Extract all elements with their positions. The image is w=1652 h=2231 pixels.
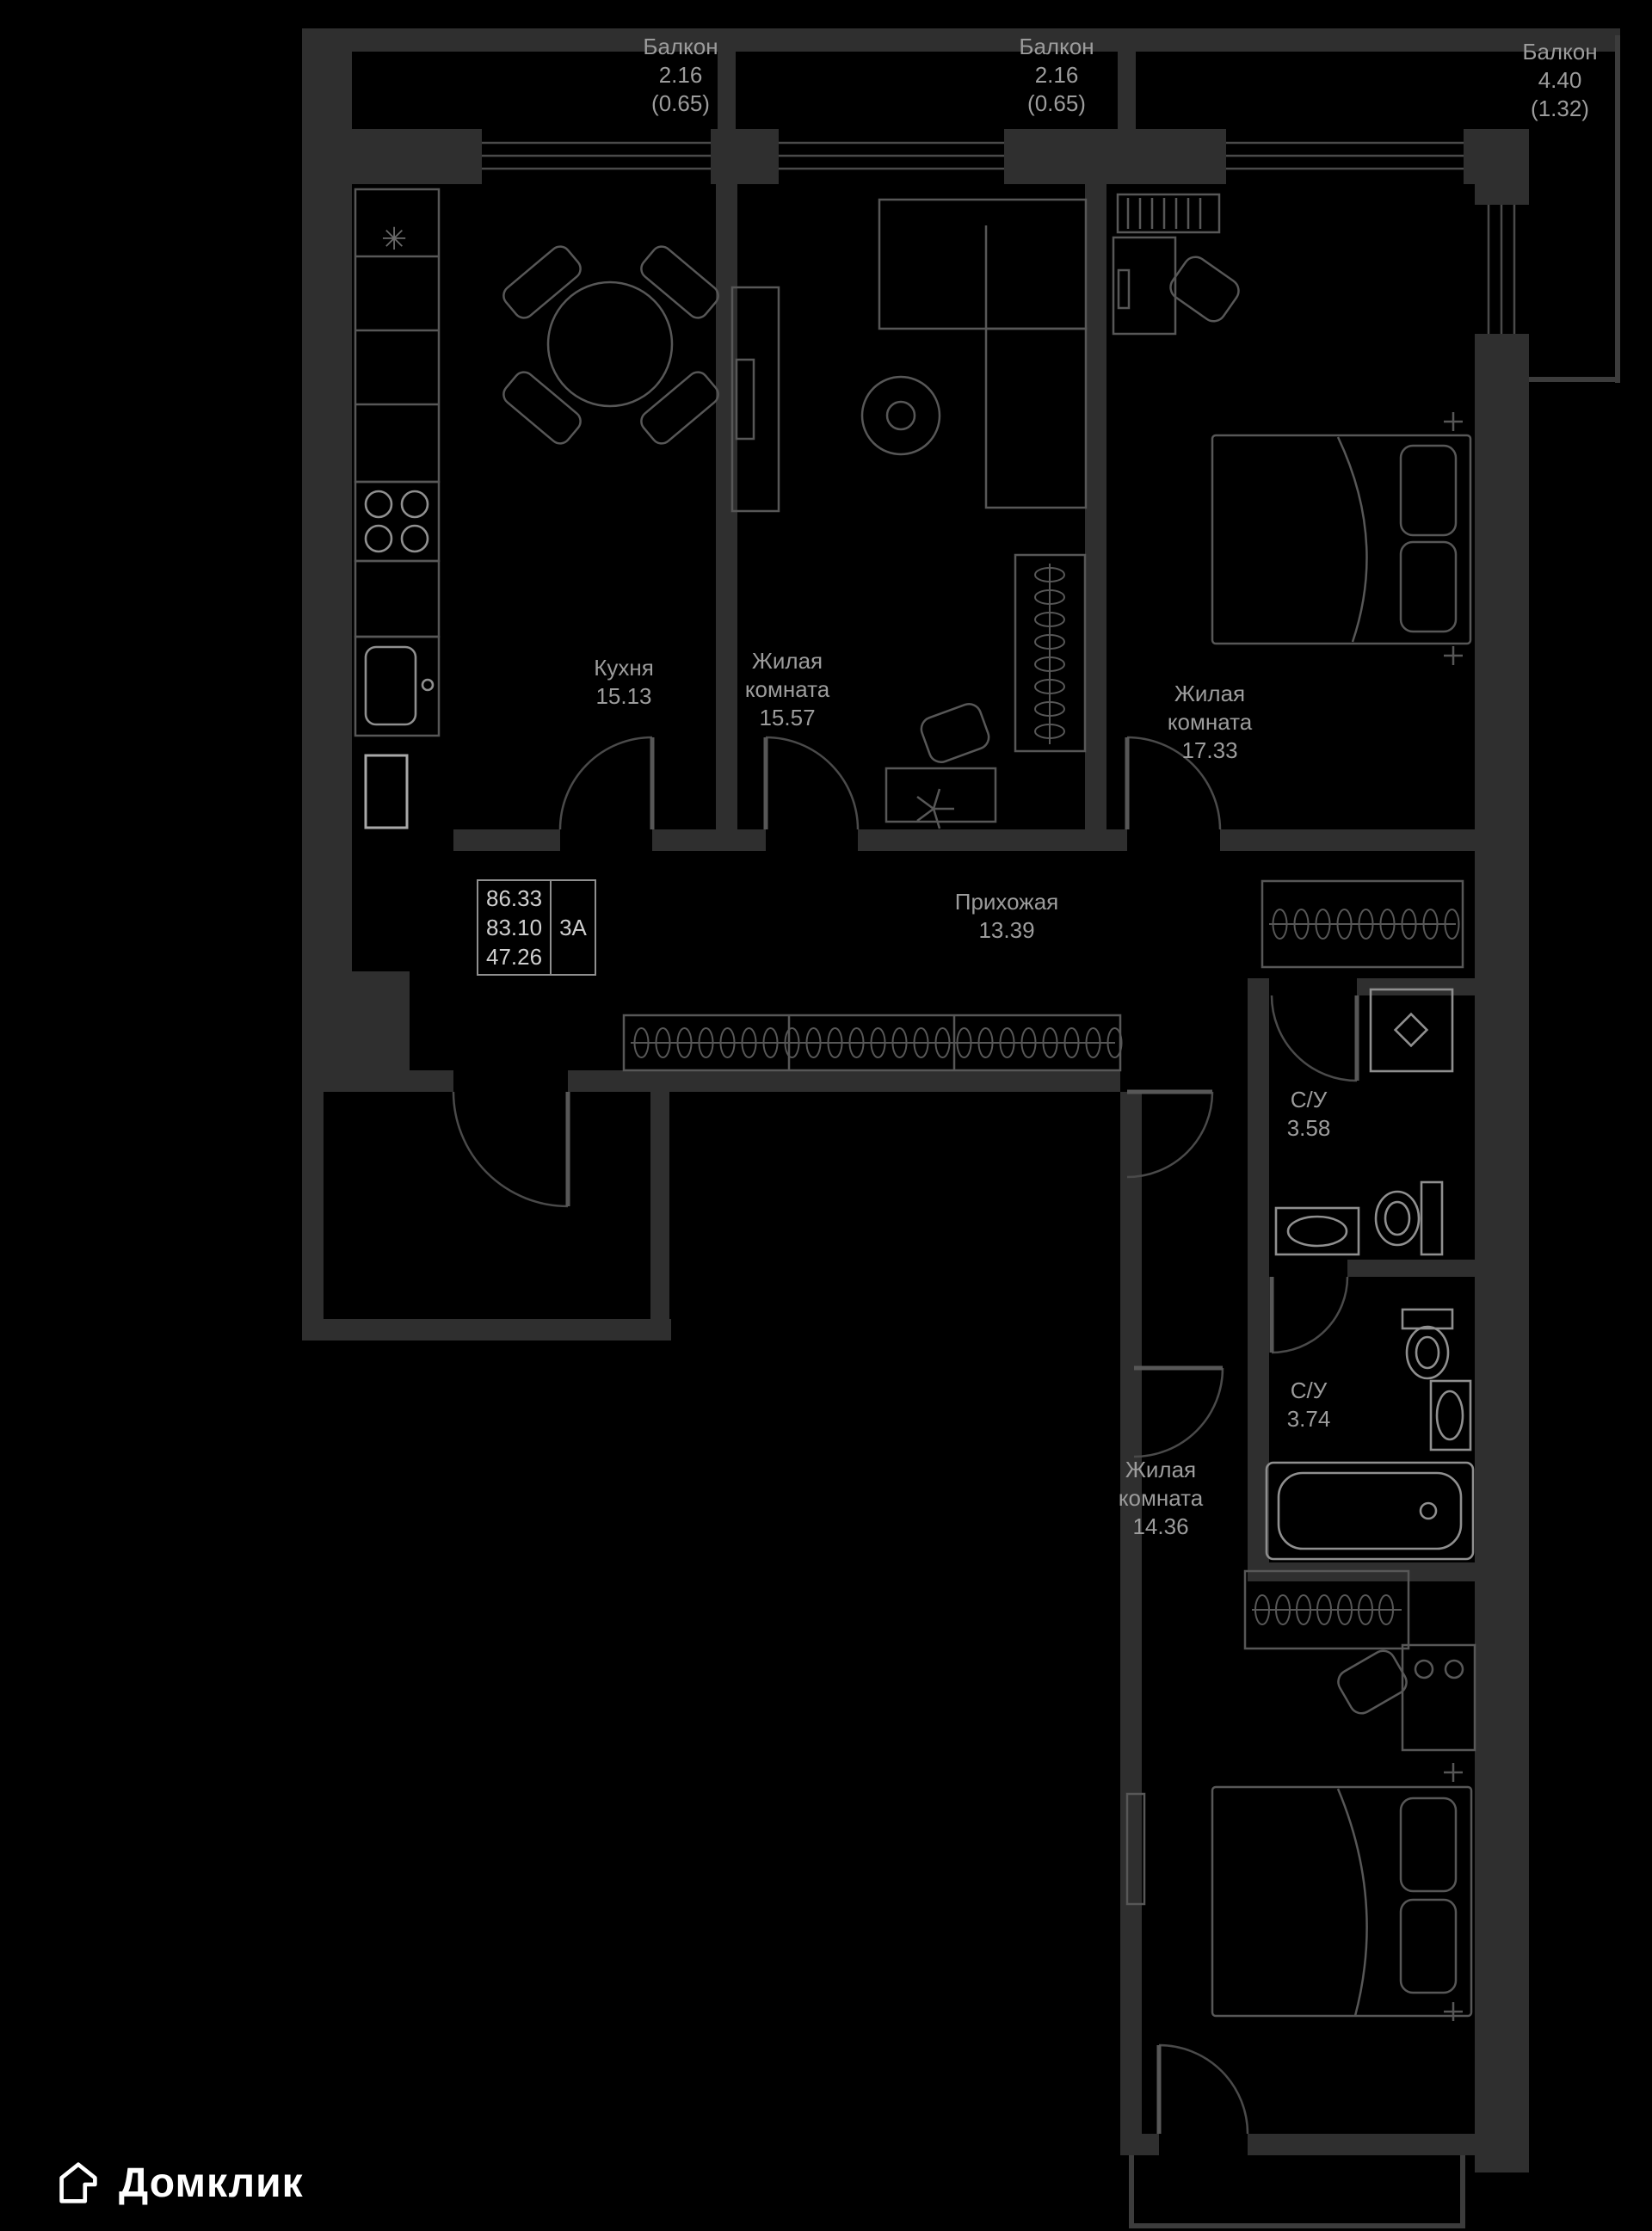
living3-name2: комната	[1118, 1485, 1204, 1511]
bath2-label: С/У 3.74	[1287, 1377, 1331, 1433]
washing-machine	[1369, 988, 1454, 1073]
wardrobe-living3-hangers	[1254, 1594, 1394, 1625]
tv-stand-living3	[1125, 1792, 1146, 1906]
living1-name2: комната	[744, 676, 830, 702]
balcony-3-area: 4.40	[1538, 67, 1582, 93]
desk-living1	[885, 703, 997, 829]
living1-name: Жилая	[751, 648, 823, 674]
balcony-1-label: Балкон 2.16 (0.65)	[643, 33, 718, 118]
hallway-wardrobe	[622, 1014, 1122, 1072]
bed-living3	[1211, 1785, 1473, 2018]
bookshelf	[1116, 193, 1221, 234]
balcony-1-coef: (0.65)	[651, 90, 710, 116]
socket-cross-icons-living3	[1444, 1763, 1463, 2021]
bath2-area: 3.74	[1286, 1406, 1331, 1432]
desk-living3	[1337, 1643, 1476, 1752]
stats-divider	[550, 881, 552, 974]
socket-cross-icons-living2	[1444, 412, 1463, 665]
stat-living-area: 47.26	[486, 944, 543, 970]
bath2-name: С/У	[1290, 1377, 1328, 1403]
living2-name: Жилая	[1174, 681, 1246, 706]
stove	[354, 480, 441, 563]
hallway-wardrobe-hangers	[633, 1027, 1123, 1058]
fridge-snowflake-icon: ✳	[381, 221, 407, 256]
domklik-logo: Домклик	[52, 2156, 304, 2209]
kitchen-name: Кухня	[594, 655, 654, 681]
bath1-area: 3.58	[1286, 1115, 1331, 1141]
desk-living2	[1112, 236, 1240, 336]
bathroom1-toilet	[1374, 1180, 1444, 1256]
wardrobe-living1	[1014, 553, 1087, 753]
balcony-outlines	[1129, 35, 1620, 2228]
walls	[302, 28, 1620, 2172]
balcony-2-label: Балкон 2.16 (0.65)	[1019, 33, 1094, 118]
balcony-1-area: 2.16	[658, 62, 703, 88]
bath1-name: С/У	[1290, 1087, 1328, 1112]
balcony-2-name: Балкон	[1019, 34, 1094, 59]
bath1-label: С/У 3.58	[1287, 1086, 1331, 1143]
bathroom2-toilet	[1401, 1308, 1454, 1380]
svg-text:✳: ✳	[381, 221, 407, 256]
ceiling-lamp-icon	[860, 375, 941, 456]
windows	[482, 129, 1529, 334]
balcony-2-area: 2.16	[1034, 62, 1079, 88]
living2-name2: комната	[1167, 709, 1253, 735]
balcony-2-coef: (0.65)	[1027, 90, 1086, 116]
living3-label: Жилая комната 14.36	[1119, 1456, 1203, 1541]
hallway-wardrobe-2-hangers	[1272, 909, 1460, 940]
living1-label: Жилая комната 15.57	[745, 647, 829, 732]
balcony-3-coef: (1.32)	[1531, 96, 1589, 121]
hallway-wardrobe-2	[1261, 879, 1464, 969]
stat-area-without-balcony: 83.10	[486, 915, 543, 940]
hallway-area: 13.39	[978, 917, 1035, 943]
doors	[452, 736, 1359, 2135]
balcony-3-name: Балкон	[1522, 39, 1598, 65]
hallway-name: Прихожая	[954, 889, 1059, 915]
living1-area: 15.57	[759, 705, 816, 730]
tv-stand	[730, 286, 780, 513]
living3-name: Жилая	[1125, 1457, 1197, 1482]
domklik-house-icon	[59, 2162, 97, 2203]
dining-table	[502, 245, 719, 445]
bathroom1-sink	[1274, 1206, 1360, 1256]
office-chair-base	[916, 788, 954, 829]
living3-area: 14.36	[1132, 1513, 1189, 1539]
brand-name: Домклик	[119, 2160, 304, 2206]
plan-code: 3А	[559, 915, 587, 940]
corner-sofa	[878, 198, 1088, 509]
stat-total-area: 86.33	[486, 885, 543, 911]
bathroom2-sink	[1429, 1379, 1472, 1451]
kitchen-area: 15.13	[595, 683, 652, 709]
wardrobe-living1-hangers	[1034, 567, 1065, 739]
balcony-1-name: Балкон	[643, 34, 718, 59]
bathtub	[1265, 1461, 1475, 1561]
bed-living2	[1211, 434, 1472, 645]
kitchen-sink	[354, 635, 441, 737]
hallway-label: Прихожая 13.39	[955, 888, 1058, 945]
living2-area: 17.33	[1181, 737, 1238, 763]
kitchen-label: Кухня 15.13	[594, 654, 654, 711]
area-stats-box: 86.33 83.10 47.26 3А	[477, 879, 596, 976]
living2-label: Жилая комната 17.33	[1168, 680, 1252, 765]
balcony-3-label: Балкон 4.40 (1.32)	[1522, 38, 1597, 123]
